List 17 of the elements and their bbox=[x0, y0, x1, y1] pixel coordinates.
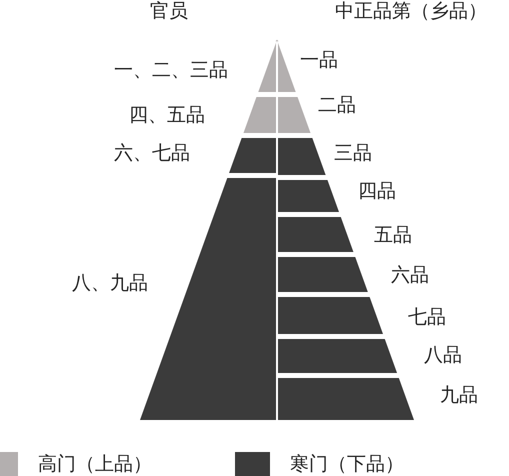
rank-label: 一品 bbox=[300, 49, 338, 71]
rank-label: 六、七品 bbox=[114, 142, 190, 164]
rank-label: 七品 bbox=[408, 306, 446, 328]
rank-label: 一、二、三品 bbox=[114, 59, 228, 81]
rank-label: 八品 bbox=[424, 344, 462, 366]
rank-label: 三品 bbox=[334, 142, 372, 164]
legend-label: 寒门（下品） bbox=[290, 453, 404, 475]
rank-label: 二品 bbox=[318, 94, 356, 116]
column-heading: 官员 bbox=[150, 0, 188, 22]
rank-label: 五品 bbox=[374, 224, 412, 246]
rank-label: 九品 bbox=[440, 384, 478, 406]
legend-label: 高门（上品） bbox=[38, 453, 152, 475]
rank-label: 四、五品 bbox=[129, 104, 205, 126]
column-heading: 中正品第（乡品） bbox=[335, 0, 487, 22]
rank-label: 六品 bbox=[391, 264, 429, 286]
rank-label: 四品 bbox=[358, 180, 396, 202]
rank-label: 八、九品 bbox=[72, 272, 148, 294]
